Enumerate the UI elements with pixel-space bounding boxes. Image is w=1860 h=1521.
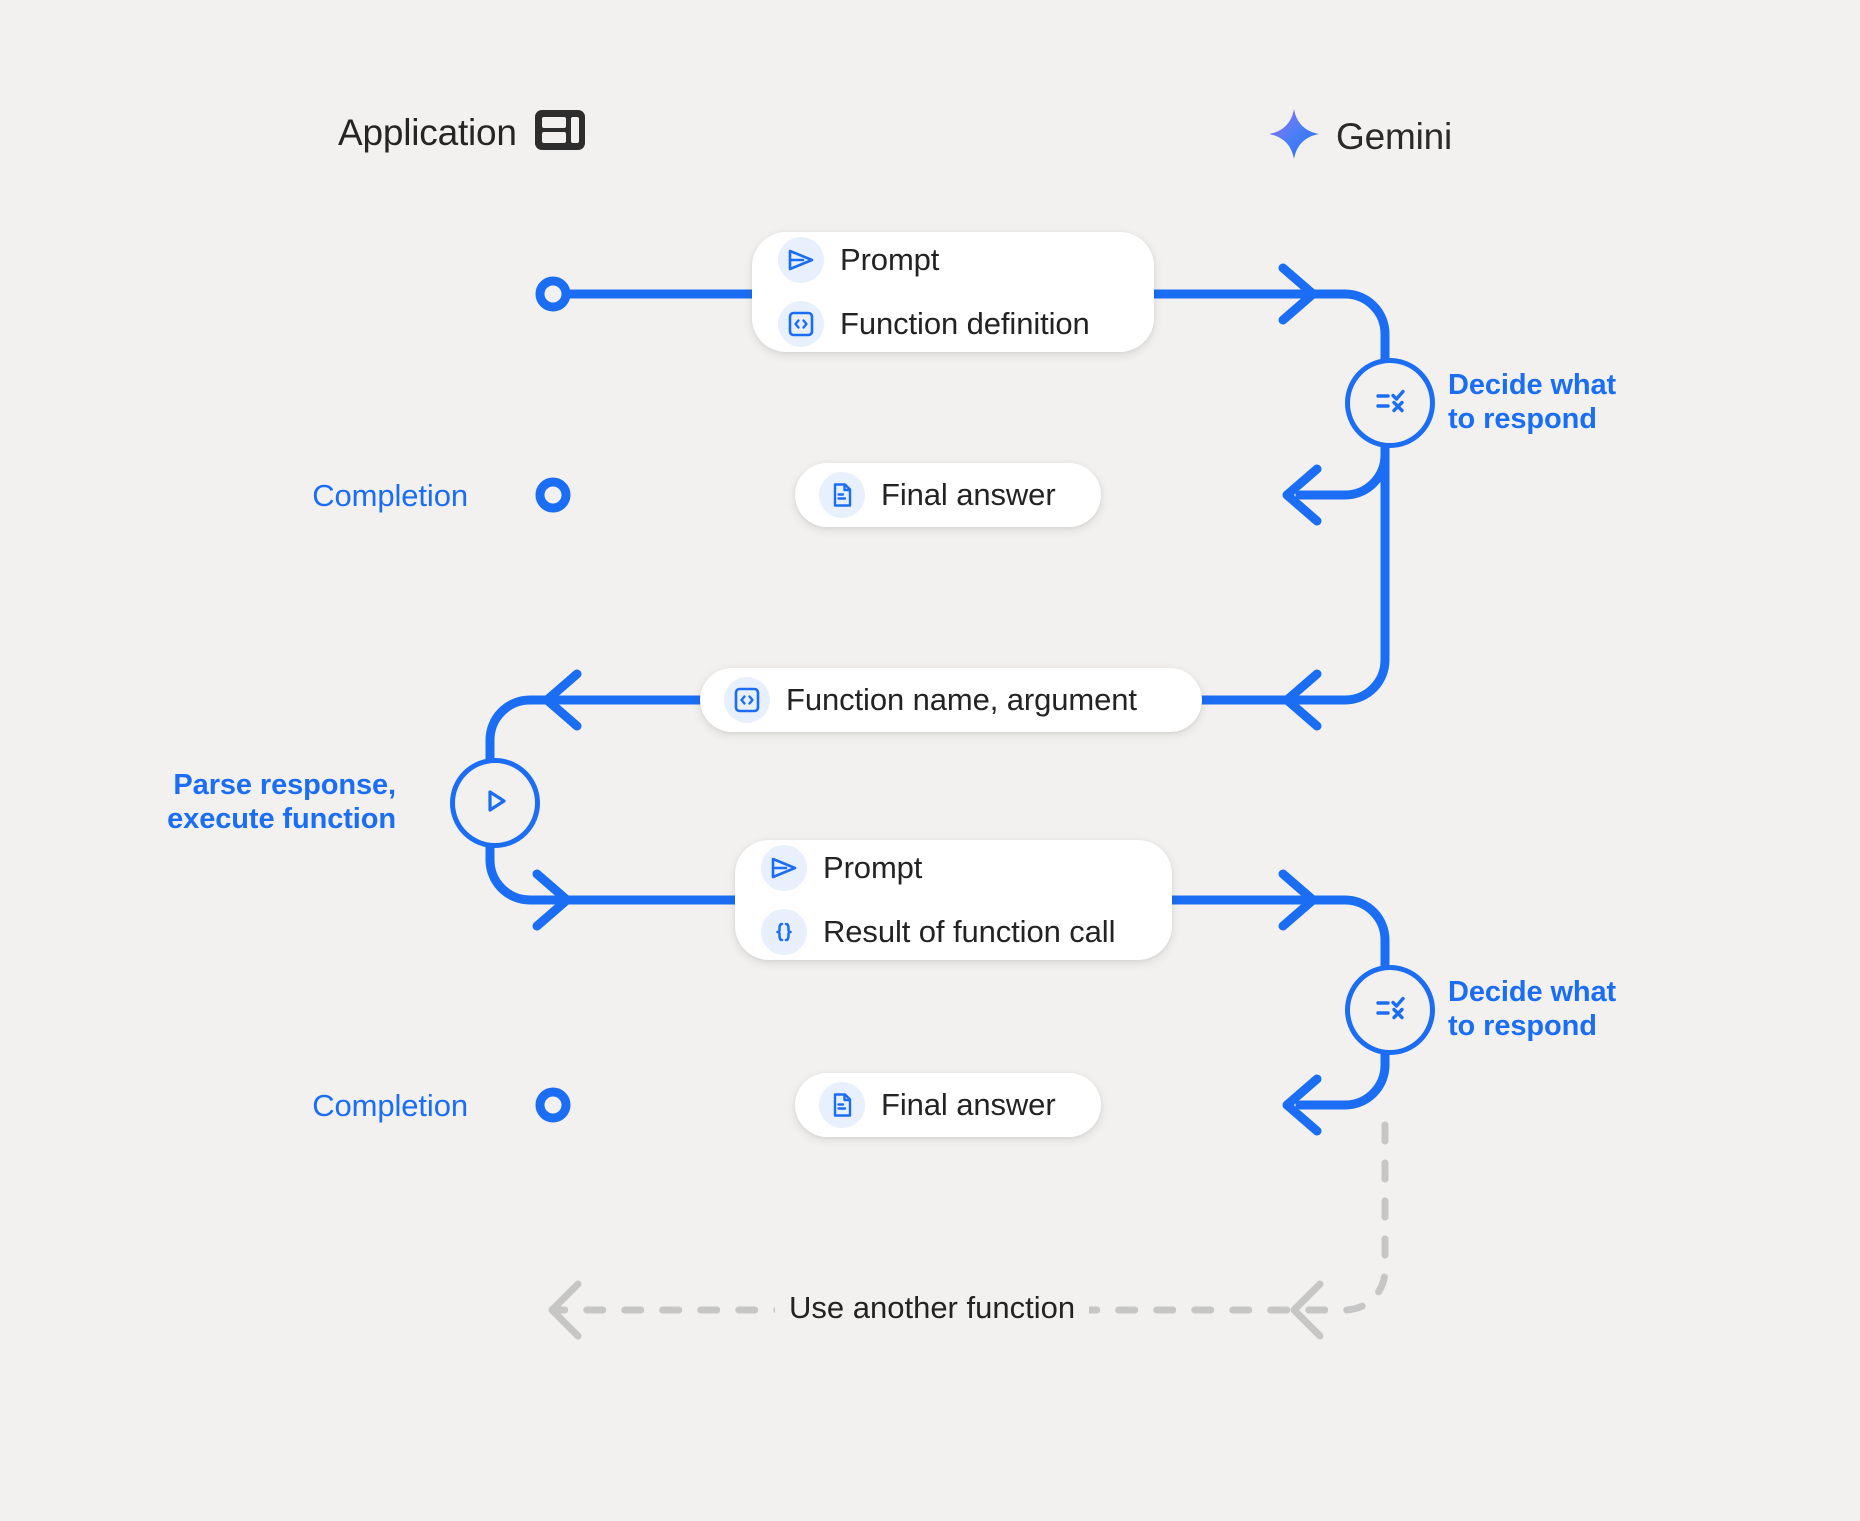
- checklist-decision-icon: [1368, 986, 1412, 1035]
- pill-row-result-of-function-call: Result of function call: [761, 909, 1146, 955]
- message-pill-prompt-function-definition[interactable]: Prompt Function definition: [752, 232, 1154, 352]
- pill-label-prompt: Prompt: [840, 242, 940, 277]
- document-icon: [819, 472, 865, 518]
- node-label-parse-response-execute-function: Parse response, execute function: [167, 769, 396, 836]
- dashboard-layout-icon: [533, 108, 587, 157]
- lane-title-application: Application: [338, 111, 517, 153]
- message-pill-final-answer-1[interactable]: Final answer: [795, 463, 1101, 527]
- node-decide-what-to-respond-1[interactable]: [1345, 358, 1435, 448]
- code-brackets-icon: [778, 301, 824, 347]
- pill-label-function-definition: Function definition: [840, 306, 1090, 341]
- pill-row-final-answer-2: Final answer: [819, 1082, 1077, 1128]
- pill-label-final-answer: Final answer: [881, 477, 1056, 512]
- send-plane-icon: [778, 237, 824, 283]
- endpoint-label-completion-1: Completion: [312, 478, 468, 513]
- pill-label-result-of-function-call: Result of function call: [823, 914, 1116, 949]
- curly-braces-icon: [761, 909, 807, 955]
- pill-row-prompt-2: Prompt: [761, 845, 1146, 891]
- node-label-decide-what-to-respond-2: Decide what to respond: [1448, 976, 1617, 1043]
- pill-row-prompt: Prompt: [778, 237, 1128, 283]
- message-pill-function-name-argument[interactable]: Function name, argument: [700, 668, 1202, 732]
- message-pill-prompt-result-of-function-call[interactable]: Prompt Result of function call: [735, 840, 1172, 960]
- node-parse-response-execute-function[interactable]: [450, 758, 540, 848]
- code-brackets-icon: [724, 677, 770, 723]
- lane-header-gemini: Gemini: [1268, 108, 1452, 165]
- node-label-decide-what-to-respond-1: Decide what to respond: [1448, 369, 1617, 436]
- pill-row-function-name-argument: Function name, argument: [724, 677, 1178, 723]
- pill-label-function-name-argument: Function name, argument: [786, 682, 1137, 717]
- play-triangle-icon: [477, 783, 513, 824]
- gemini-sparkle-icon: [1268, 108, 1320, 165]
- document-icon: [819, 1082, 865, 1128]
- pill-row-final-answer: Final answer: [819, 472, 1077, 518]
- lane-title-gemini: Gemini: [1336, 115, 1452, 157]
- pill-label-final-answer-2: Final answer: [881, 1087, 1056, 1122]
- pill-row-function-definition: Function definition: [778, 301, 1128, 347]
- message-pill-final-answer-2[interactable]: Final answer: [795, 1073, 1101, 1137]
- send-plane-icon: [761, 845, 807, 891]
- lane-header-application: Application: [338, 108, 587, 157]
- node-decide-what-to-respond-2[interactable]: [1345, 965, 1435, 1055]
- pill-label-prompt-2: Prompt: [823, 850, 923, 885]
- checklist-decision-icon: [1368, 379, 1412, 428]
- loop-label-use-another-function: Use another function: [775, 1290, 1090, 1326]
- endpoint-label-completion-2: Completion: [312, 1088, 468, 1123]
